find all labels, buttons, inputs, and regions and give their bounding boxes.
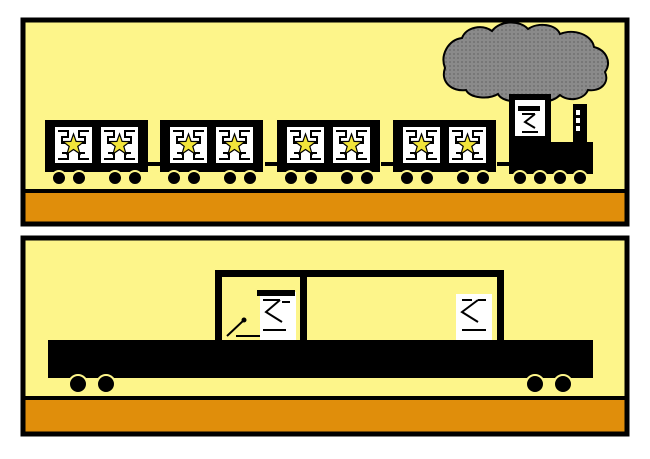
flatcar-wheel	[525, 374, 545, 394]
cargo-wheel	[107, 170, 123, 186]
cargo-wheel	[283, 170, 299, 186]
smoke-cloud-icon	[442, 21, 609, 103]
cargo-wheel	[399, 170, 415, 186]
engineer-icon	[518, 106, 540, 133]
loco-wheel	[512, 170, 528, 186]
coupler	[265, 162, 277, 166]
cargo-wheel	[242, 170, 258, 186]
cargo-pattern	[104, 130, 135, 160]
figure-icon	[456, 294, 492, 340]
star-icon	[107, 132, 132, 156]
locomotive	[509, 94, 593, 186]
cabin-frame	[215, 270, 504, 340]
boiler	[548, 142, 593, 174]
star-icon	[176, 132, 201, 156]
flatcar-wheel	[96, 374, 116, 394]
star-icon	[409, 132, 434, 156]
train-panel	[20, 17, 630, 227]
flatcar-deck	[48, 340, 593, 378]
train-panel-ground	[25, 191, 625, 222]
flatcar-wheel	[68, 374, 88, 394]
coupler	[497, 162, 509, 166]
cargo-wheel	[51, 170, 67, 186]
cargo-pattern	[219, 130, 250, 160]
cargo-car	[45, 120, 148, 186]
cargo-wheel	[359, 170, 375, 186]
cargo-wheel	[186, 170, 202, 186]
cargo-wheel	[303, 170, 319, 186]
cargo-wheel	[419, 170, 435, 186]
cargo-wheel	[222, 170, 238, 186]
loco-wheel	[572, 170, 588, 186]
cargo-wheel	[166, 170, 182, 186]
figure-with-lever-icon	[226, 290, 296, 340]
cargo-car	[160, 120, 263, 186]
cargo-car	[393, 120, 496, 186]
star-icon	[339, 132, 364, 156]
cargo-wheel	[339, 170, 355, 186]
flatcar-panel-ground	[25, 398, 625, 432]
cargo-pattern	[336, 130, 367, 160]
cargo-wheel	[455, 170, 471, 186]
loco-wheel	[552, 170, 568, 186]
cargo-pattern	[58, 130, 89, 160]
cargo-pattern	[173, 130, 204, 160]
star-icon	[293, 132, 318, 156]
star-icon	[61, 132, 86, 156]
coupler	[381, 162, 393, 166]
cargo-car	[277, 120, 380, 186]
cargo-pattern	[290, 130, 321, 160]
cargo-pattern	[406, 130, 437, 160]
flatcar-wheel	[553, 374, 573, 394]
coupler	[148, 162, 160, 166]
cargo-wheel	[475, 170, 491, 186]
star-icon	[455, 132, 480, 156]
cargo-wheel	[127, 170, 143, 186]
star-icon	[222, 132, 247, 156]
cargo-wheel	[71, 170, 87, 186]
flatcar-panel	[20, 235, 630, 437]
loco-wheel	[532, 170, 548, 186]
cargo-pattern	[452, 130, 483, 160]
